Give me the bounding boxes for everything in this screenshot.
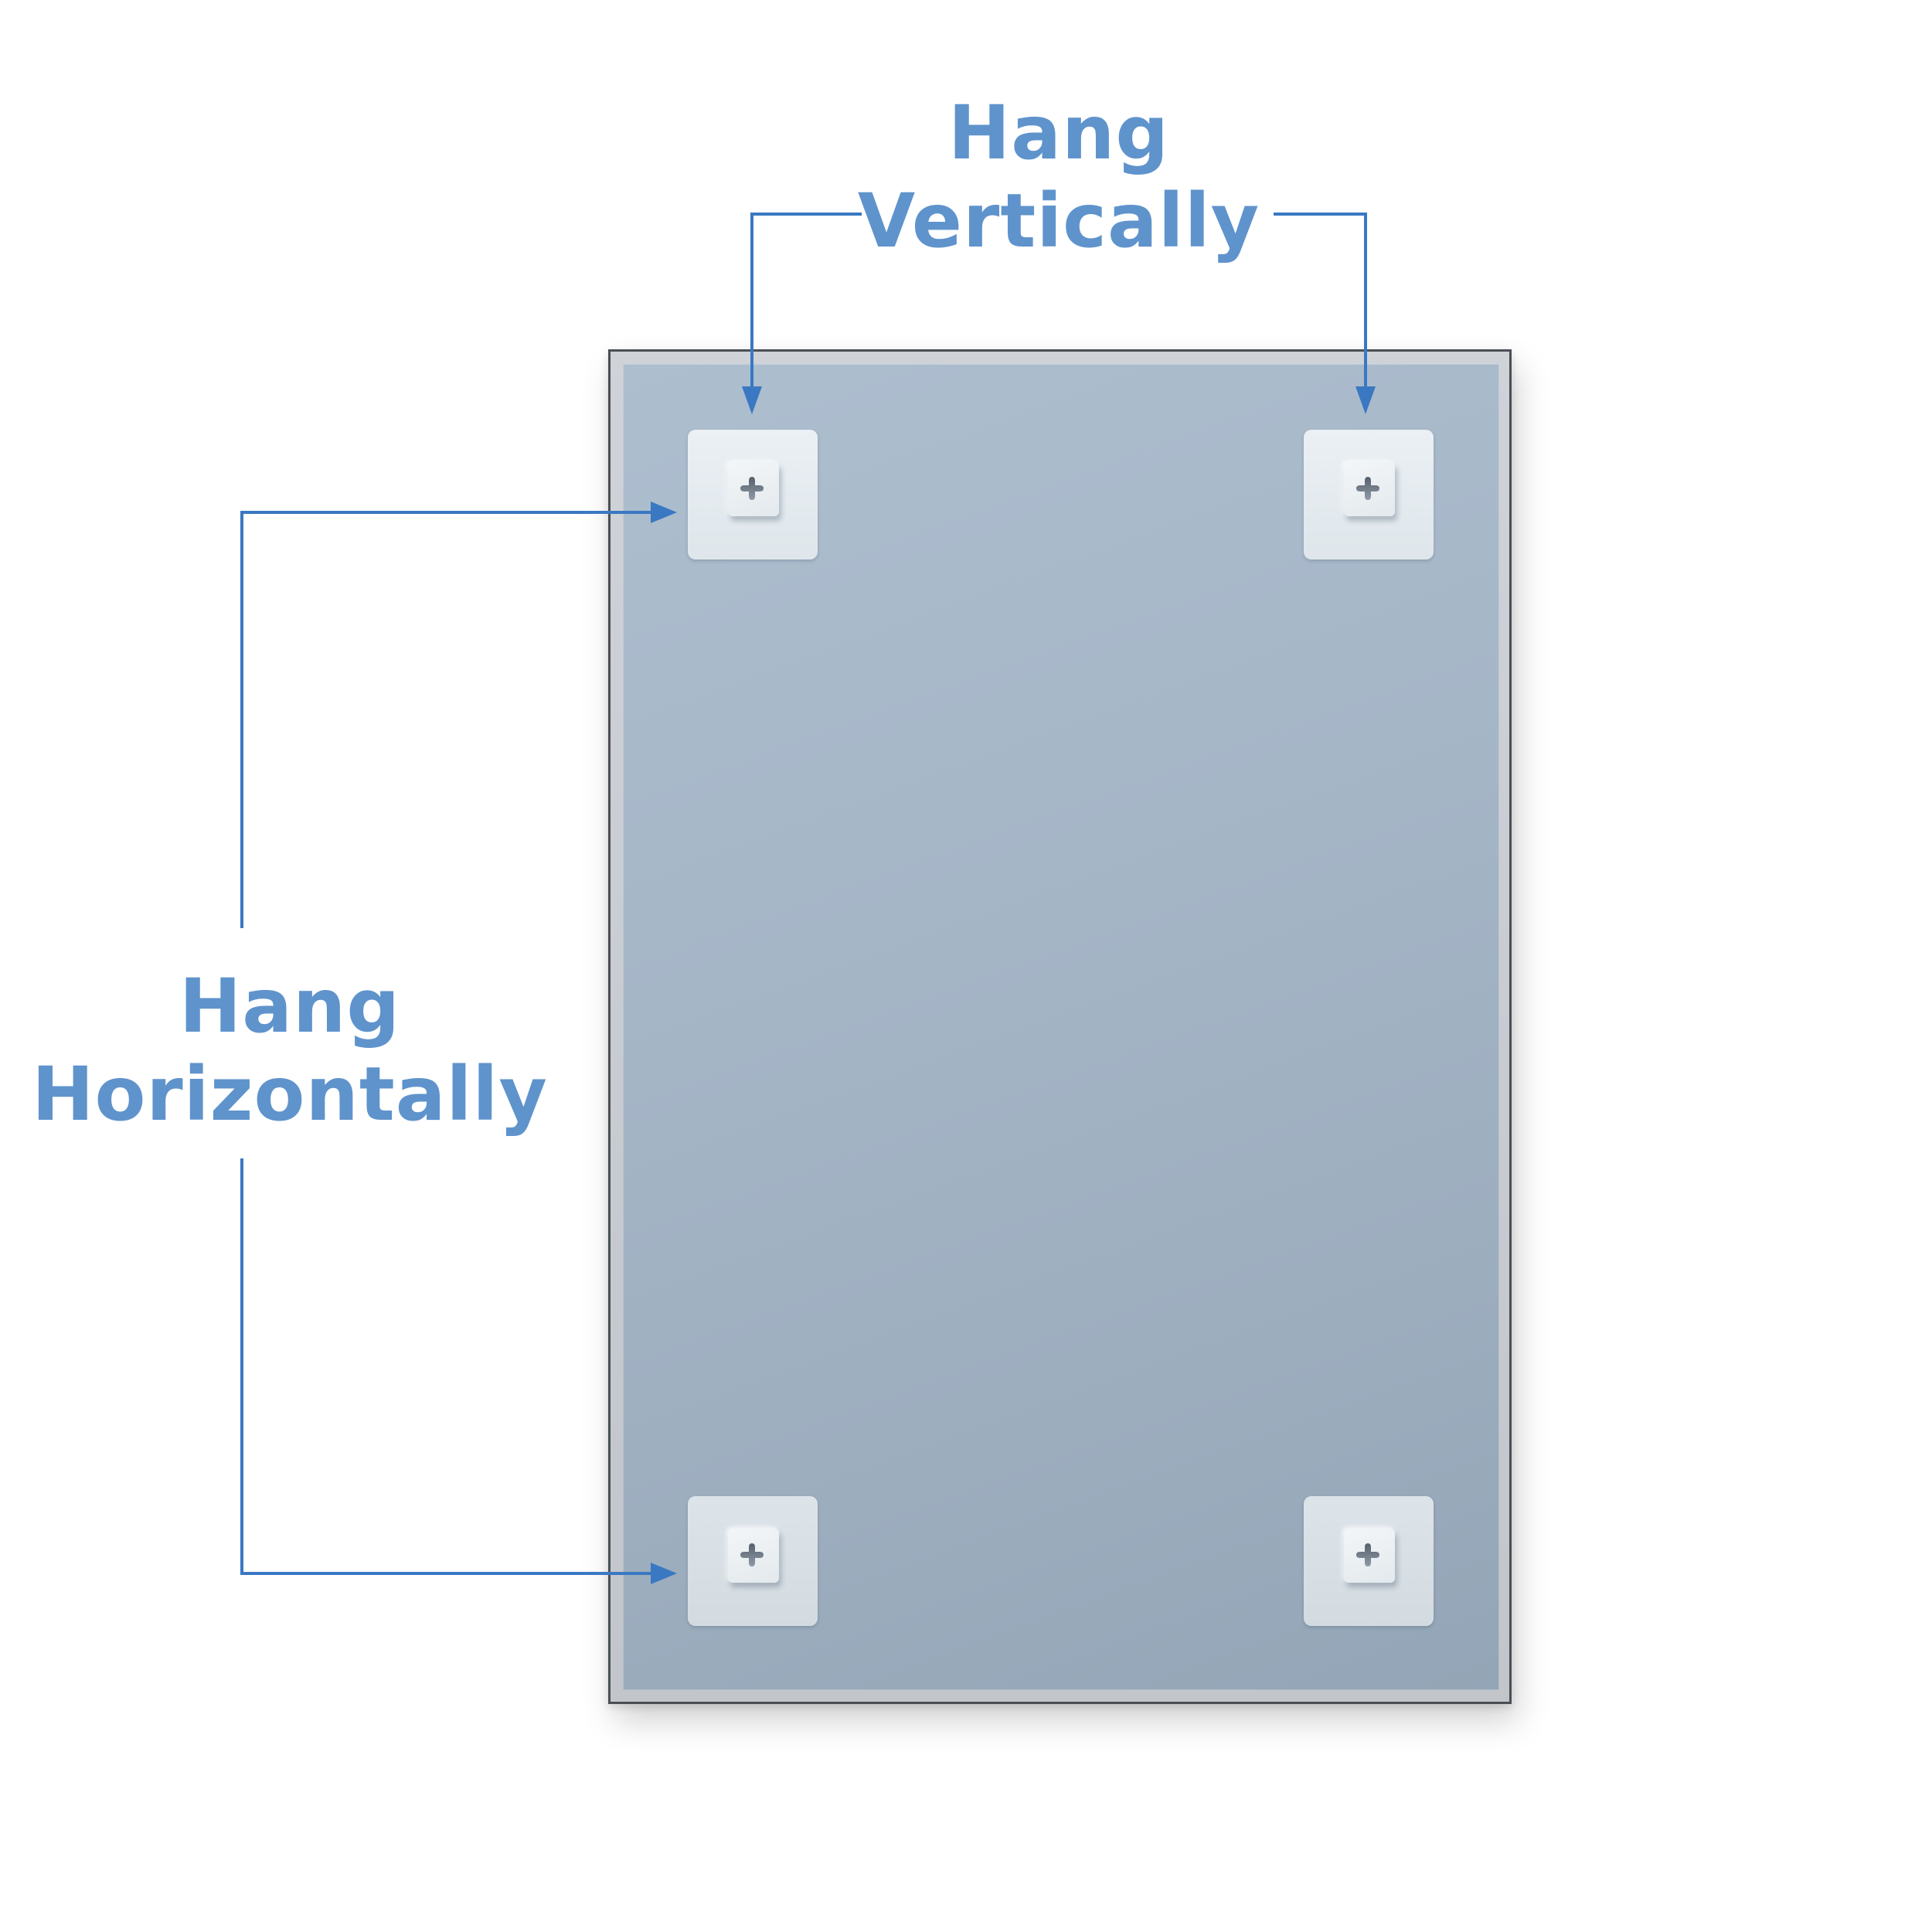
label-line-1: Hang (947, 90, 1170, 176)
hanger-bottom-left (688, 1496, 818, 1626)
hanger-top-right (1304, 430, 1434, 560)
mirror-back-panel (623, 364, 1499, 1690)
horizontal-bracket-top (240, 511, 655, 928)
hanger-bottom-right (1304, 1496, 1434, 1626)
label-line-2: Vertically (857, 178, 1260, 264)
hang-horizontally-label: Hang Horizontally (31, 969, 549, 1131)
screw-hole-icon (1356, 1543, 1379, 1566)
label-line-1: Hang (179, 963, 401, 1049)
hang-vertically-label: Hang Vertically (827, 96, 1291, 258)
hanger-plate (1344, 1529, 1395, 1583)
hanger-plate (728, 1529, 779, 1583)
screw-hole-icon (740, 477, 764, 500)
hanger-plate (1344, 462, 1395, 516)
mirror-frame (608, 349, 1512, 1704)
label-line-2: Horizontally (32, 1051, 548, 1138)
hanger-top-left (688, 430, 818, 560)
screw-hole-icon (740, 1543, 764, 1566)
horizontal-bracket-bottom (240, 1158, 655, 1575)
screw-hole-icon (1356, 477, 1379, 500)
hanger-plate (728, 462, 779, 516)
